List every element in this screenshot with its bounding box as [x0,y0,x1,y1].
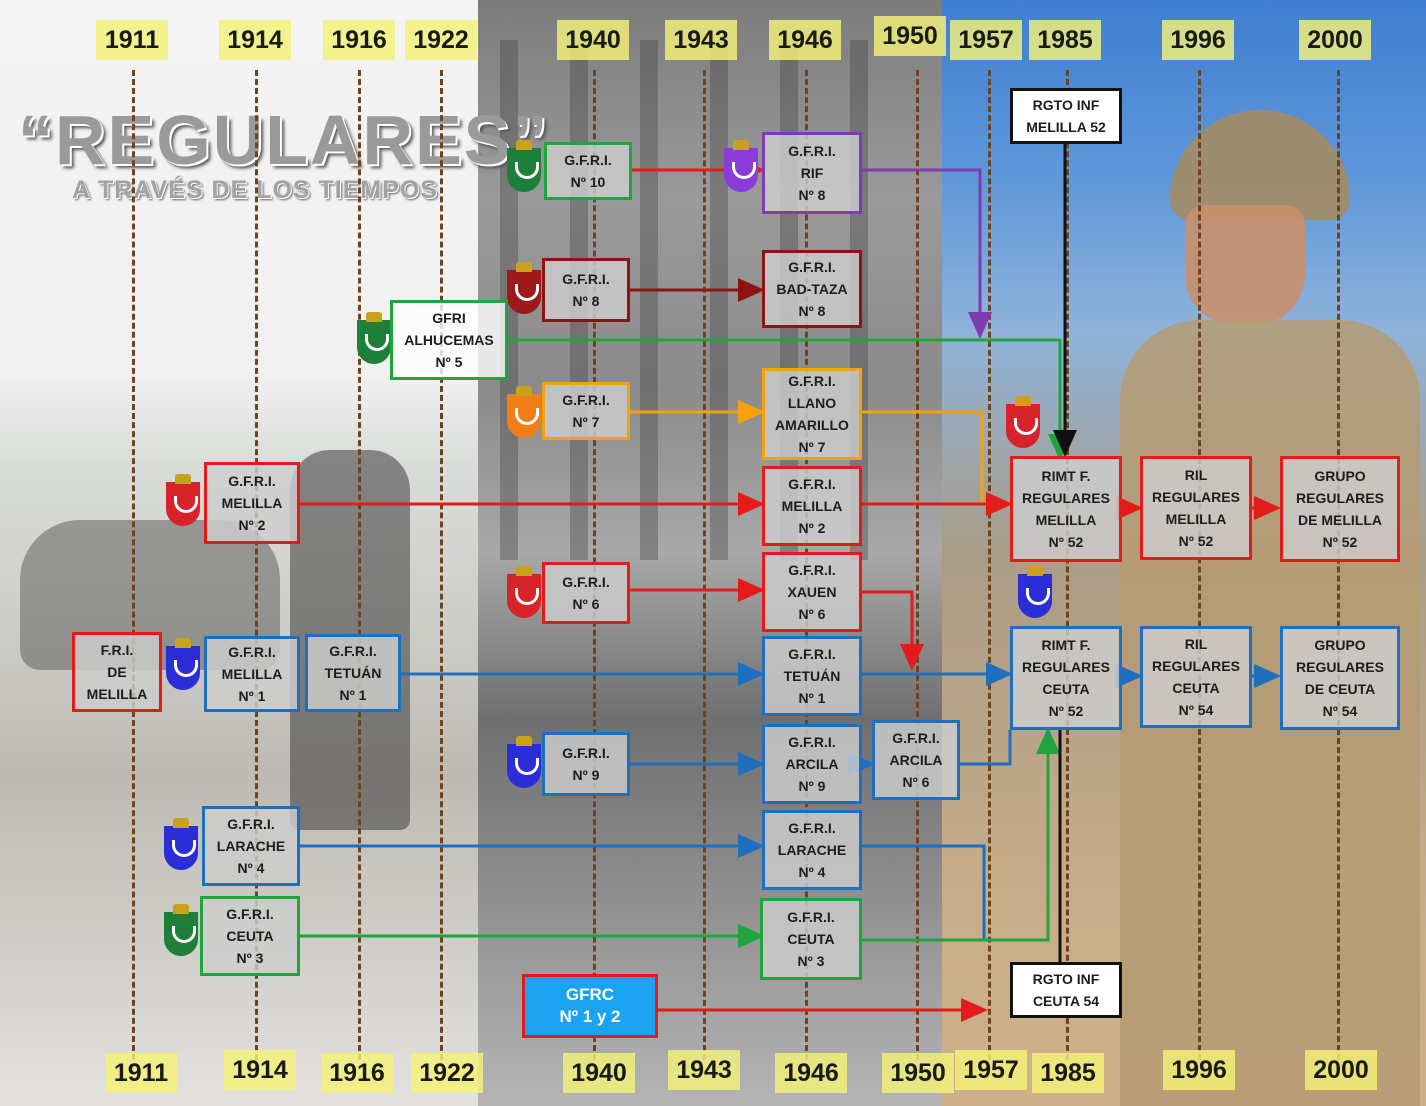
unit-box-gfri-10: G.F.R.I.Nº 10 [544,142,632,200]
coat-of-arms-shield-icon [507,744,541,788]
unit-box-gfri-7: G.F.R.I.Nº 7 [542,382,630,440]
unit-box-gfri-8: G.F.R.I.Nº 8 [542,258,630,322]
coat-of-arms-shield-icon [357,320,391,364]
arrow-larache4-46-to-rimt-ceuta [860,846,984,940]
unit-box-gfri-9: G.F.R.I.Nº 9 [542,732,630,796]
coat-of-arms-shield-icon [1006,404,1040,448]
arrow-llano-to-rimt-melilla [860,412,1010,504]
coat-of-arms-shield-icon [164,826,198,870]
coat-of-arms-shield-icon [166,482,200,526]
arrow-arcila6-to-rimt-ceuta [958,730,1010,764]
coat-of-arms-shield-icon [507,270,541,314]
unit-box-gfri-6: G.F.R.I.Nº 6 [542,562,630,624]
arrow-rif-to-rimt-melilla [860,170,980,336]
coat-of-arms-shield-icon [166,646,200,690]
arrow-xauen-to-tetuan [860,592,912,668]
coat-of-arms-shield-icon [507,574,541,618]
coat-of-arms-shield-icon [507,148,541,192]
coat-of-arms-shield-icon [724,148,758,192]
coat-of-arms-shield-icon [1018,574,1052,618]
coat-of-arms-shield-icon [507,394,541,438]
coat-of-arms-shield-icon [164,912,198,956]
